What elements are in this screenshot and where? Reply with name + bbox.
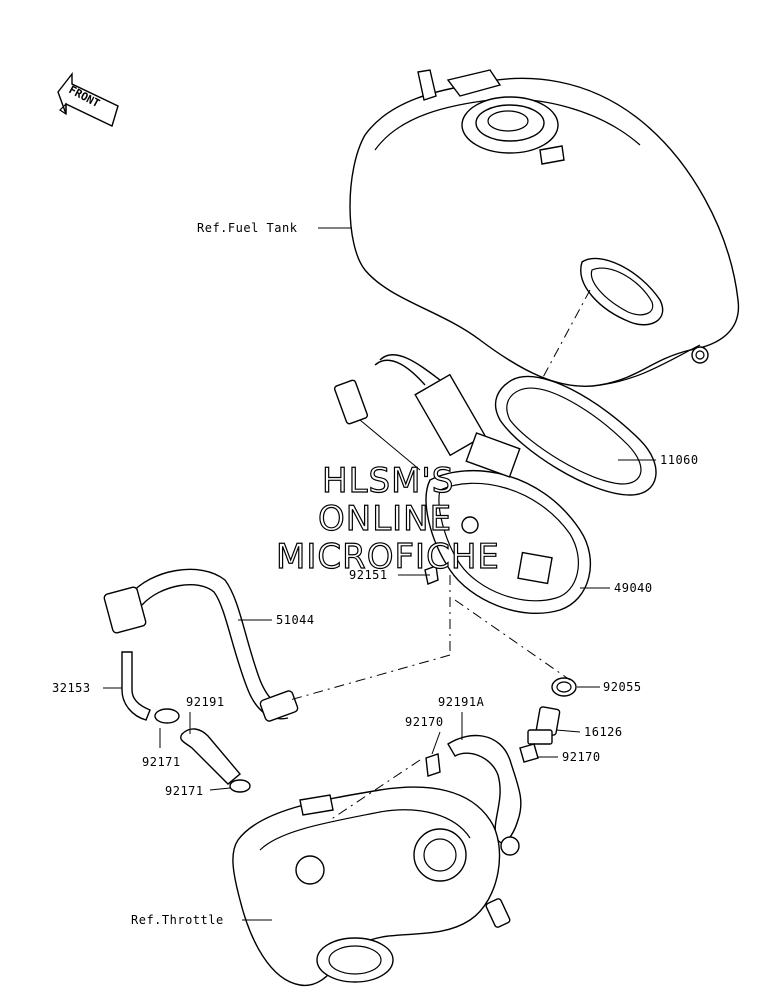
watermark-line1: HLSM'S [322,461,454,501]
leader-lines [103,227,656,921]
label-11060: 11060 [660,453,699,467]
fitting-32153-drawing [121,651,180,724]
label-92171-b: 92171 [165,784,204,798]
label-92191a: 92191A [438,695,485,709]
gasket-drawing [494,375,657,496]
watermark-line3: MICROFICHE [276,537,500,577]
label-92171-a: 92171 [142,755,181,769]
fuel-tank-drawing [349,69,740,421]
hose-92191a-drawing [447,734,522,856]
label-throttle: Ref.Throttle [131,913,224,927]
label-fuel-tank: Ref.Fuel Tank [197,221,298,235]
label-32153: 32153 [52,681,91,695]
label-16126: 16126 [584,725,623,739]
callout-labels: Ref.Fuel Tank 11060 49040 92151 51044 32… [52,221,699,927]
label-49040: 49040 [614,581,653,595]
fuel-pump-drawing [333,354,592,614]
watermark-line2: ONLINE [318,499,452,539]
small-parts-drawing [425,677,577,777]
label-92151: 92151 [349,568,388,582]
hose-51044-drawing [103,568,299,722]
hose-92191-drawing [180,728,251,793]
front-arrow-icon: FRONT [57,71,119,127]
label-51044: 51044 [276,613,315,627]
label-92170-a: 92170 [405,715,444,729]
throttle-body-drawing [232,786,511,987]
label-92191: 92191 [186,695,225,709]
label-92055: 92055 [603,680,642,694]
watermark: HLSM'S ONLINE MICROFICHE [275,460,500,577]
label-92170-b: 92170 [562,750,601,764]
